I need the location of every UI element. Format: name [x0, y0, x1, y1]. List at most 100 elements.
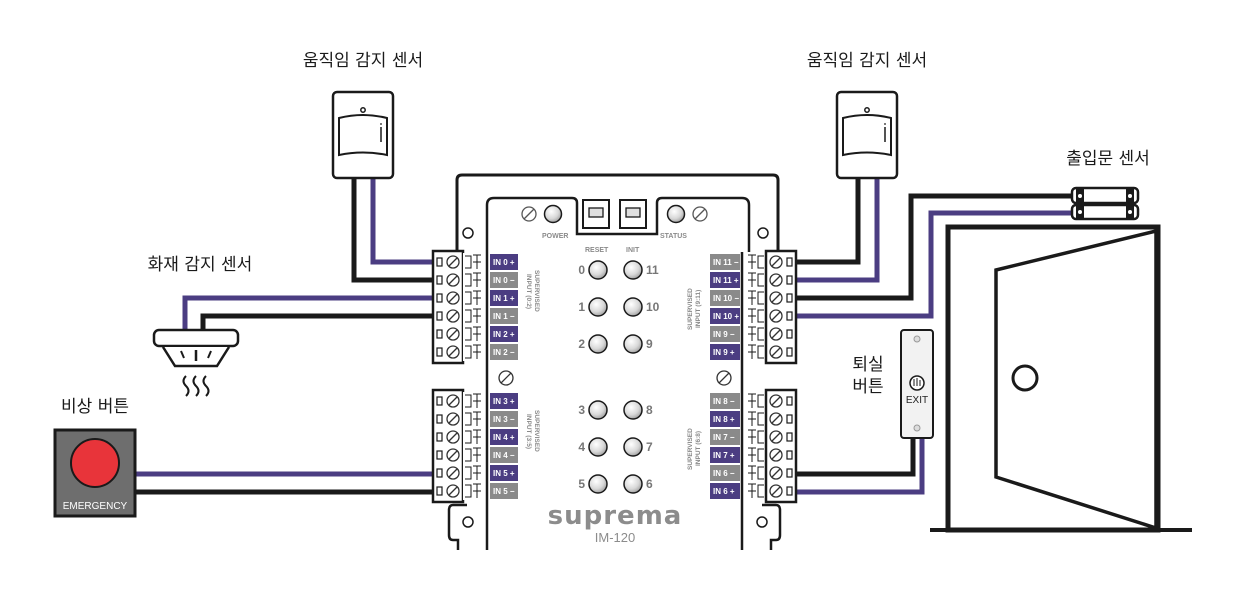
- group-label-6-8: SUPERVISED INPUT (6:8): [687, 428, 702, 470]
- motion-sensor-left-label: 움직임 감지 센서: [303, 51, 423, 71]
- svg-text:SUPERVISED: SUPERVISED: [687, 288, 694, 330]
- led-input-3: 3: [578, 400, 608, 420]
- led-input-6: 6: [623, 474, 653, 494]
- terminal-pin: IN 11 −: [710, 254, 793, 270]
- led-input-4: 4: [578, 437, 608, 457]
- terminal-pin: IN 10 −: [710, 290, 793, 306]
- pin-label: IN 4 −: [493, 451, 515, 460]
- fire-sensor-label: 화재 감지 센서: [148, 255, 253, 275]
- emergency-text: EMERGENCY: [63, 501, 128, 512]
- pin-label-bg: [710, 465, 740, 481]
- power-led: [543, 204, 563, 224]
- terminal-pin: IN 7 +: [710, 447, 793, 463]
- led-number: 2: [578, 337, 585, 351]
- module-top-inner: [485, 196, 751, 252]
- led-input-0: 0: [578, 260, 608, 280]
- reset-button[interactable]: RESET: [582, 199, 610, 254]
- terminal-pin: IN 5 −: [436, 483, 518, 499]
- pin-label: IN 10 −: [713, 294, 739, 303]
- pin-label-bg: [490, 465, 518, 481]
- middle-screw-left: [498, 370, 514, 386]
- wire-fire-purple: [182, 295, 437, 330]
- led-number: 3: [578, 403, 585, 417]
- mount-hole-tl: [462, 227, 474, 239]
- motion-sensor-right-label: 움직임 감지 센서: [807, 51, 927, 71]
- module-bottom-right-bracket: [762, 503, 782, 550]
- led-number: 4: [578, 440, 585, 454]
- exit-button-label-line1: 퇴실: [852, 355, 883, 375]
- pin-label-bg: [710, 447, 740, 463]
- terminal-blocks: IN 0 +IN 0 −IN 1 +IN 1 −IN 2 +IN 2 −IN 3…: [431, 249, 798, 504]
- terminal-pin: IN 8 +: [710, 411, 793, 427]
- svg-text:INPUT (6:8): INPUT (6:8): [695, 431, 702, 466]
- led-input-7: 7: [623, 437, 653, 457]
- door-sensor: 출입문 센서: [1066, 149, 1150, 221]
- pin-label: IN 9 +: [713, 348, 735, 357]
- pin-label: IN 6 −: [713, 469, 735, 478]
- led-number: 6: [646, 477, 653, 491]
- led-input-8: 8: [623, 400, 653, 420]
- module-top-bracket: [455, 173, 780, 252]
- status-indicator: STATUS: [660, 204, 708, 240]
- motion-sensor-left: 움직임 감지 센서: [303, 51, 423, 180]
- wire-motion-right-purple: [796, 178, 880, 283]
- terminal-pin: IN 2 +: [436, 326, 518, 342]
- mount-hole-bl: [462, 516, 474, 528]
- pin-label-bg: [710, 308, 740, 324]
- pin-label: IN 5 +: [493, 469, 515, 478]
- led-number: 10: [646, 300, 660, 314]
- motion-sensor-right: 움직임 감지 센서: [807, 51, 927, 180]
- terminal-block-pins_right_top: IN 11 −IN 11 +IN 10 −IN 10 +IN 9 −IN 9 +: [710, 249, 798, 365]
- terminal-pin: IN 6 +: [710, 483, 793, 499]
- led-input-2: 2: [578, 334, 608, 354]
- emergency-red-button: [70, 438, 120, 488]
- terminal-block-pins_left_top: IN 0 +IN 0 −IN 1 +IN 1 −IN 2 +IN 2 −: [431, 249, 518, 365]
- svg-text:INPUT (0:2): INPUT (0:2): [525, 274, 532, 309]
- terminal-pin: IN 8 −: [710, 393, 793, 409]
- terminal-pin: IN 0 −: [436, 272, 518, 288]
- pin-label: IN 5 −: [493, 487, 515, 496]
- module-bottom-left-bracket: [447, 503, 467, 550]
- pin-label-bg: [710, 429, 740, 445]
- door-sensor-label: 출입문 센서: [1066, 149, 1150, 169]
- exit-button-label-line2: 버튼: [852, 377, 883, 397]
- led-number: 8: [646, 403, 653, 417]
- pin-label-bg: [710, 326, 740, 342]
- status-led: [666, 204, 686, 224]
- led-input-11: 11: [623, 260, 659, 280]
- terminal-pin: IN 10 +: [710, 308, 793, 324]
- svg-text:INPUT (3:5): INPUT (3:5): [525, 414, 532, 449]
- led-input-10: 10: [623, 297, 660, 317]
- led-number: 11: [646, 263, 659, 277]
- terminal-pin: IN 1 −: [436, 308, 518, 324]
- wire-motion-left-purple: [370, 178, 437, 265]
- middle-screw-right: [716, 370, 732, 386]
- pin-label: IN 3 +: [493, 397, 515, 406]
- init-button[interactable]: INIT: [619, 199, 647, 254]
- svg-text:SUPERVISED: SUPERVISED: [533, 270, 540, 312]
- wire-door-purple: [796, 210, 1075, 319]
- pin-label: IN 2 −: [493, 348, 515, 357]
- pin-label: IN 7 +: [713, 451, 735, 460]
- wire-motion-right-black: [796, 178, 861, 265]
- led-input-9: 9: [623, 334, 653, 354]
- pin-label: IN 4 +: [493, 433, 515, 442]
- wire-door-black: [796, 193, 1075, 301]
- pin-label: IN 0 +: [493, 258, 515, 267]
- terminal-block-pins_right_bottom: IN 8 −IN 8 +IN 7 −IN 7 +IN 6 −IN 6 +: [710, 388, 798, 504]
- terminal-pin: IN 4 −: [436, 447, 518, 463]
- pin-label-bg: [490, 447, 518, 463]
- wires: [135, 178, 1075, 495]
- model-label: IM-120: [595, 530, 635, 545]
- pin-label-bg: [490, 411, 518, 427]
- emergency-button-label: 비상 버튼: [61, 397, 129, 417]
- terminal-pin: IN 5 +: [436, 465, 518, 481]
- status-label: STATUS: [660, 233, 687, 240]
- door: [930, 224, 1192, 533]
- emergency-button: 비상 버튼 EMERGENCY: [53, 397, 137, 518]
- wire-motion-left-black: [351, 178, 437, 283]
- led-number: 5: [578, 477, 585, 491]
- pin-label-bg: [490, 344, 518, 360]
